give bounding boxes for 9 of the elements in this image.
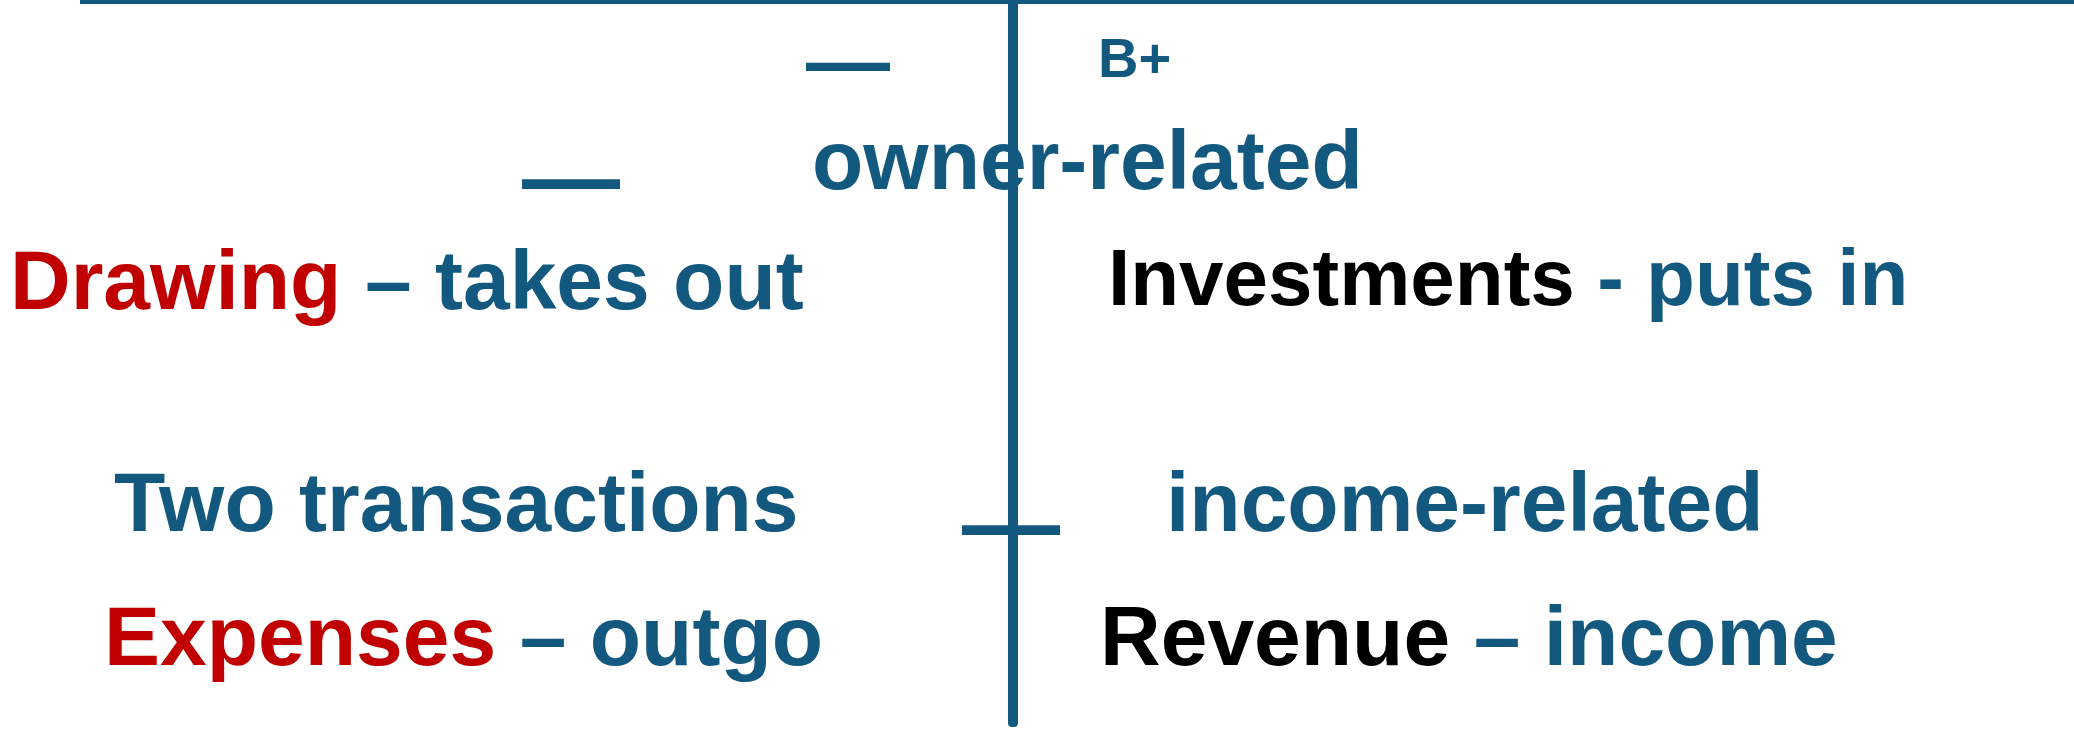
account-term: Revenue bbox=[1100, 594, 1451, 678]
note-text: Two transactions bbox=[114, 460, 799, 544]
minus-sign: — bbox=[522, 128, 620, 226]
term-description: – income bbox=[1473, 594, 1838, 678]
account-term: Investments bbox=[1108, 238, 1575, 318]
balance-label: B+ bbox=[1098, 30, 1172, 86]
category-label: income-related bbox=[1166, 460, 1764, 544]
term-description: – takes out bbox=[364, 238, 804, 322]
minus-sign: — bbox=[806, 18, 890, 102]
